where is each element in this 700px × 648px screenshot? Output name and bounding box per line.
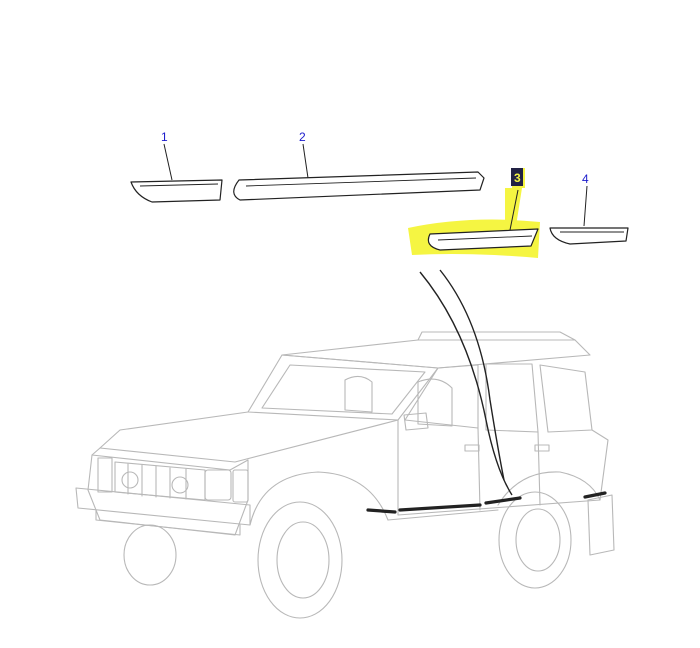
fitted-side-mouldings — [366, 491, 607, 514]
part-3-moulding[interactable] — [427, 228, 539, 251]
leader-line-1 — [163, 143, 173, 181]
part-2-moulding[interactable] — [233, 171, 485, 201]
callout-3[interactable]: 3 — [514, 171, 521, 185]
callout-4[interactable]: 4 — [582, 172, 589, 186]
vehicle-illustration — [75, 331, 615, 619]
leader-line-3 — [509, 189, 519, 231]
callout-3-box — [511, 168, 523, 186]
reference-arcs — [419, 269, 513, 496]
leader-line-4 — [583, 185, 588, 227]
part-1-moulding[interactable] — [130, 179, 223, 203]
callout-1[interactable]: 1 — [161, 130, 168, 144]
part-4-moulding[interactable] — [549, 227, 629, 245]
callout-2[interactable]: 2 — [299, 130, 306, 144]
leader-line-2 — [302, 143, 309, 179]
